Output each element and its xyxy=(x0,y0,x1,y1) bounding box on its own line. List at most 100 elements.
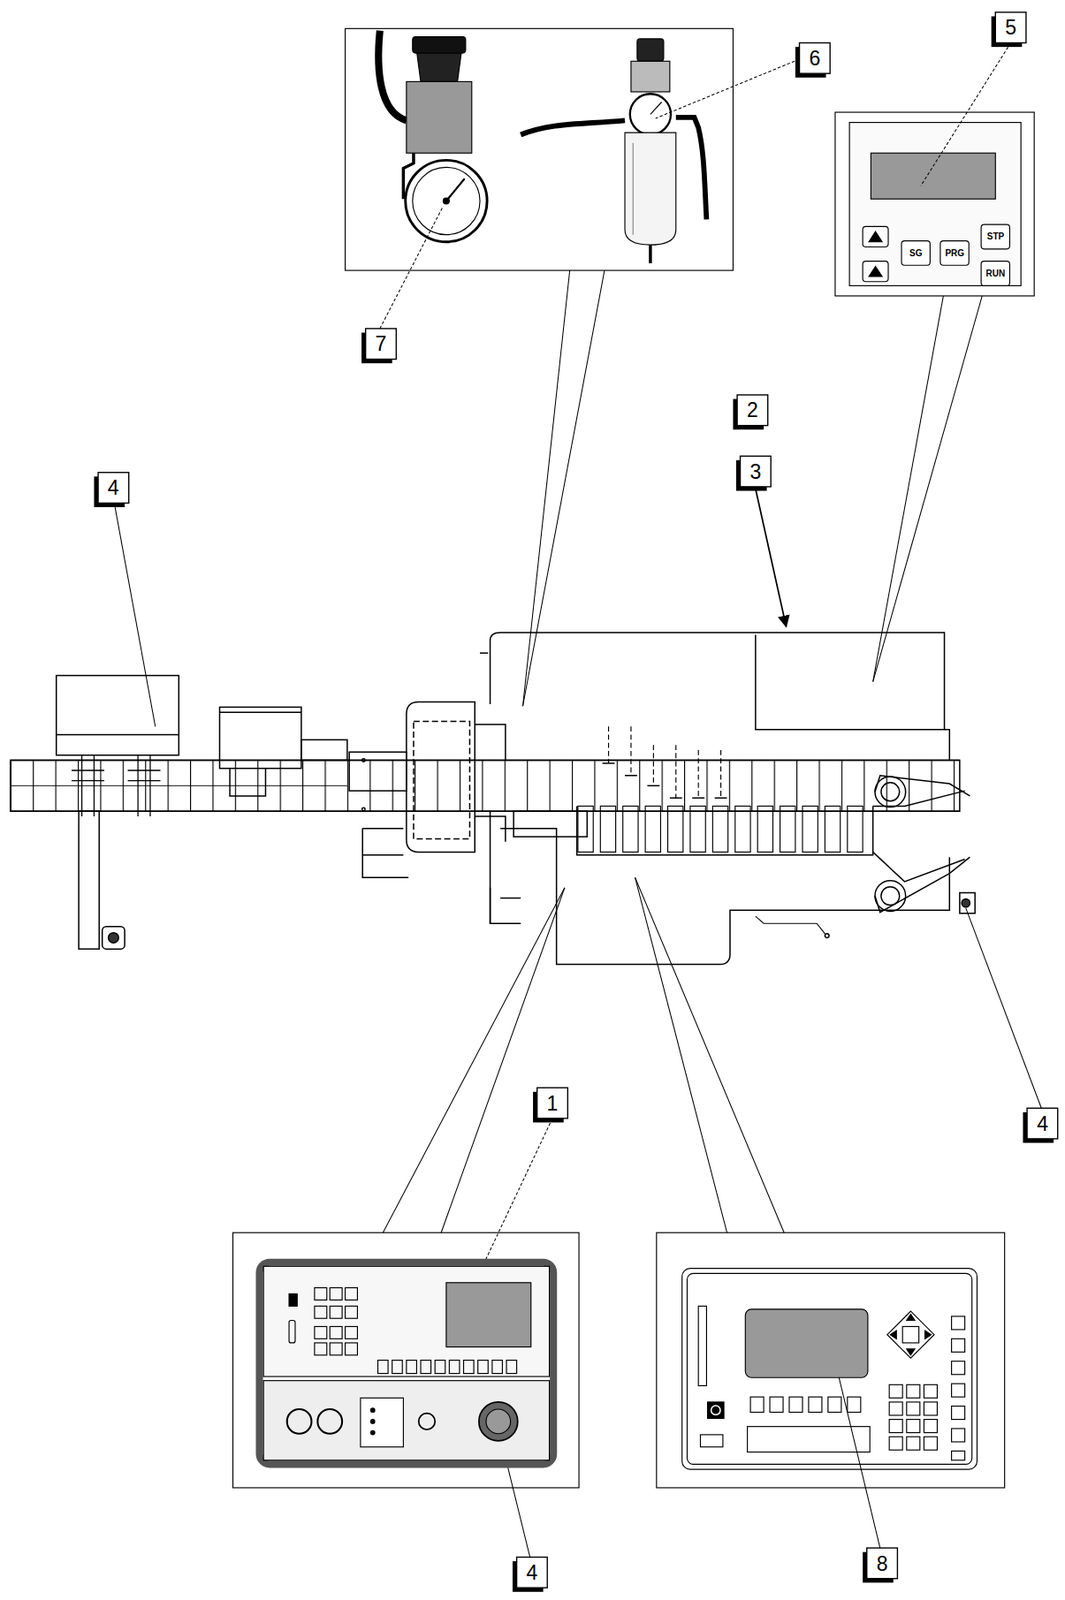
machine-body-part-part xyxy=(623,806,639,852)
terminal-inset-part xyxy=(847,1397,861,1413)
callout-box-part xyxy=(98,472,130,504)
machine-body-part xyxy=(608,726,722,799)
machine-body-part-part xyxy=(578,806,594,852)
operator-panel-inset-part xyxy=(392,1361,404,1375)
terminal-inset-part xyxy=(951,1429,966,1443)
operator-panel-inset-part xyxy=(506,1361,518,1375)
operator-panel-inset-part xyxy=(478,1361,489,1375)
callout-number: 6 xyxy=(809,47,822,69)
button-label: STP xyxy=(987,232,1005,242)
machine-body-part-part xyxy=(630,726,632,776)
machine-body-part-part xyxy=(715,797,728,799)
terminal-inset-part xyxy=(707,1402,724,1419)
operator-panel-inset-part xyxy=(345,1343,358,1356)
terminal-inset-part xyxy=(951,1407,966,1421)
operator-panel-inset-part xyxy=(448,1361,460,1375)
machine-body-part xyxy=(755,916,826,935)
control-panel-inset-part xyxy=(862,261,889,282)
machine-body-part-part xyxy=(757,806,773,852)
machine-body-part xyxy=(78,811,99,950)
button-label: PRG xyxy=(944,249,965,259)
machine-body-part xyxy=(349,752,407,792)
pneumatic-inset-part xyxy=(520,120,625,135)
terminal-inset-part xyxy=(951,1384,966,1398)
operator-panel-inset-part xyxy=(378,1361,389,1375)
machine-body-part xyxy=(602,763,728,799)
operator-panel-inset xyxy=(233,1232,580,1489)
operator-panel-inset-part xyxy=(329,1343,343,1356)
machine-body-part-part xyxy=(735,806,751,852)
pneumatic-inset-part xyxy=(676,117,708,220)
leader-lines-part xyxy=(114,504,156,728)
leader-lines-part xyxy=(873,296,944,683)
machine-body-part-part xyxy=(847,806,863,852)
operator-panel-inset-part xyxy=(492,1361,503,1375)
leader-lines-part xyxy=(635,877,728,1233)
leader-lines-part xyxy=(382,888,565,1233)
machine-body-part xyxy=(490,811,951,965)
control-panel-inset xyxy=(835,112,1035,297)
leader-lines-part xyxy=(523,270,571,707)
callout-number: 2 xyxy=(746,400,759,421)
leader-lines-part xyxy=(655,59,800,119)
machine-body-part xyxy=(108,933,120,944)
operator-panel-inset-part xyxy=(263,1266,549,1377)
control-panel-inset-part xyxy=(940,241,969,267)
control-panel-inset-part xyxy=(870,152,996,199)
operator-panel-inset-part xyxy=(314,1343,328,1356)
operator-panel-inset-part xyxy=(329,1326,343,1339)
leader-lines-part xyxy=(966,908,1042,1109)
control-panel-inset-part xyxy=(981,261,1010,287)
pneumatic-inset xyxy=(345,28,734,271)
machine-body-part xyxy=(10,785,348,787)
terminal-inset-part xyxy=(769,1397,784,1413)
control-panel-inset-part xyxy=(862,226,889,247)
terminal-inset-part xyxy=(889,1384,903,1399)
machine-body-part xyxy=(362,759,366,762)
machine-body-part xyxy=(578,806,863,852)
operator-panel-inset-part xyxy=(314,1288,328,1301)
machine-body-part xyxy=(755,634,945,730)
button-label: SG xyxy=(909,249,922,259)
callout-number: 4 xyxy=(1036,1114,1049,1135)
leader-lines-part xyxy=(380,205,444,329)
callout-box-part xyxy=(740,456,772,487)
machine-body-part xyxy=(490,888,522,924)
pneumatic-inset-part xyxy=(637,38,664,61)
callout-number: 5 xyxy=(1004,17,1017,39)
operator-panel-inset-part xyxy=(259,1262,555,1466)
callout-number: 4 xyxy=(107,478,120,499)
machine-body-part xyxy=(577,806,874,855)
terminal-inset-part xyxy=(682,1269,978,1471)
terminal-inset-part xyxy=(745,1309,868,1378)
callout-box-part xyxy=(799,43,831,75)
terminal-inset-part xyxy=(889,1437,903,1451)
terminal-inset-part xyxy=(951,1451,966,1461)
machine-body-part xyxy=(362,807,366,811)
machine-body-part xyxy=(362,829,409,878)
control-panel-inset-part xyxy=(835,112,1035,297)
leader-lines-part xyxy=(441,888,565,1233)
operator-panel-inset-part xyxy=(370,1430,375,1436)
machine-body-part-part xyxy=(692,797,705,799)
terminal-inset xyxy=(656,1232,1005,1489)
control-panel-inset-part xyxy=(901,241,930,267)
terminal-inset-part xyxy=(906,1384,921,1399)
operator-panel-inset-part xyxy=(434,1361,446,1375)
terminal-inset-part xyxy=(747,1427,871,1453)
operator-panel-inset-part xyxy=(314,1306,328,1319)
control-panel-inset-part xyxy=(868,231,883,243)
machine-body-part xyxy=(229,768,266,797)
machine-body-part xyxy=(56,676,180,736)
terminal-inset-part xyxy=(699,1435,723,1448)
leader-lines-part xyxy=(920,43,1012,187)
operator-panel-inset-part xyxy=(464,1361,475,1375)
operator-panel-inset-part xyxy=(486,1409,511,1435)
terminal-inset-part xyxy=(906,1437,921,1451)
machine-body-part xyxy=(102,927,125,950)
button-label: RUN xyxy=(986,269,1006,279)
operator-panel-inset-part xyxy=(370,1420,375,1425)
machine-body-part xyxy=(874,776,906,808)
